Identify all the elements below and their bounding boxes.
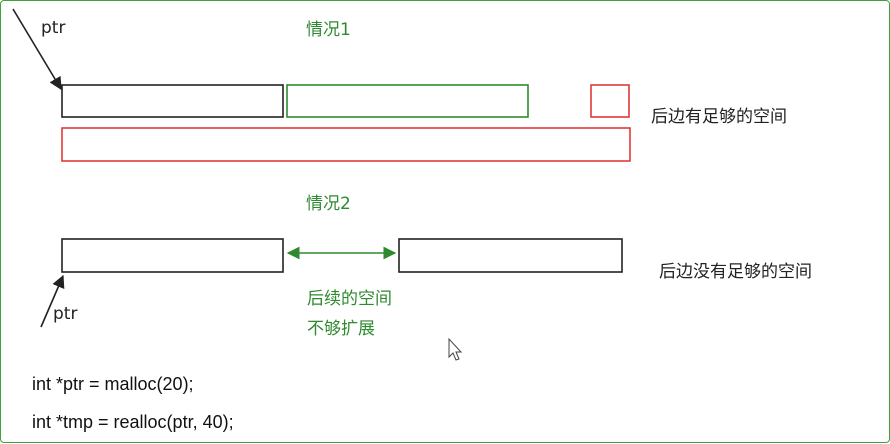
case1-ptr-label: ptr [41, 18, 65, 38]
case2-title: 情况2 [306, 194, 351, 214]
case2-side-note: 后边没有足够的空间 [659, 262, 812, 282]
case1-realloc-block [61, 127, 631, 162]
case1-free-space-block [286, 84, 529, 118]
case1-original-block [61, 84, 284, 118]
case2-gap-note-line2: 不够扩展 [307, 319, 375, 339]
case2-ptr-label: ptr [53, 304, 77, 324]
code-line-2: int *tmp = realloc(ptr, 40); [32, 412, 234, 432]
code-line-1: int *ptr = malloc(20); [32, 374, 194, 394]
case1-title: 情况1 [306, 20, 351, 40]
case2-gap-note-line1: 后续的空间 [307, 289, 392, 309]
case1-side-note: 后边有足够的空间 [651, 107, 787, 127]
case2-ptr-arrow [40, 274, 65, 328]
case2-original-block [61, 238, 284, 273]
case1-ptr-arrow [12, 8, 62, 91]
case1-extra-block [590, 84, 630, 118]
mouse-cursor-icon [448, 337, 463, 361]
case2-occupied-block [398, 238, 623, 273]
